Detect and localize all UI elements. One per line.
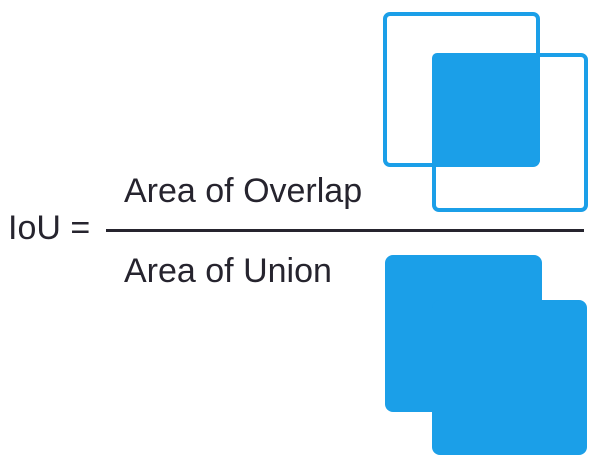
denominator-label: Area of Union [124, 252, 332, 290]
overlap-intersection-fill [432, 53, 540, 165]
fraction-line [106, 229, 584, 232]
numerator-label: Area of Overlap [124, 172, 363, 210]
iou-equals-label: IoU = [8, 209, 91, 247]
union-box-b-fill [432, 300, 587, 455]
